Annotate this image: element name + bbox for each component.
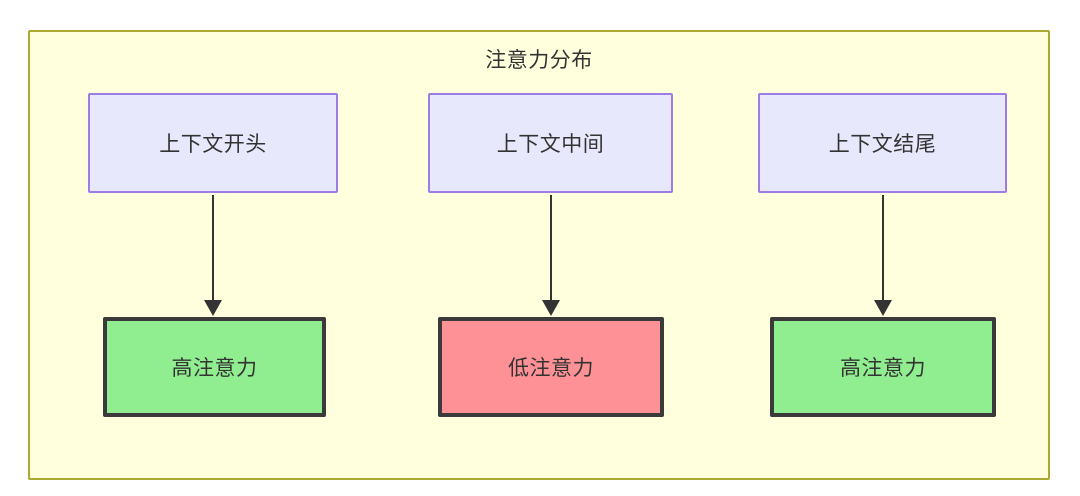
node-label: 上下文中间 — [496, 133, 605, 156]
node-context-end[interactable]: 上下文结尾 — [758, 93, 1007, 193]
node-context-middle[interactable]: 上下文中间 — [428, 93, 673, 193]
node-high-attention-start[interactable]: 高注意力 — [103, 317, 326, 417]
node-label: 高注意力 — [840, 357, 926, 380]
node-label: 高注意力 — [171, 357, 258, 380]
node-label: 上下文开头 — [159, 133, 267, 156]
node-context-start[interactable]: 上下文开头 — [88, 93, 338, 193]
node-label: 上下文结尾 — [828, 133, 937, 156]
node-low-attention-middle[interactable]: 低注意力 — [438, 317, 664, 417]
node-high-attention-end[interactable]: 高注意力 — [770, 317, 996, 417]
node-label: 低注意力 — [508, 357, 594, 380]
cluster-title: 注意力分布 — [485, 49, 593, 72]
